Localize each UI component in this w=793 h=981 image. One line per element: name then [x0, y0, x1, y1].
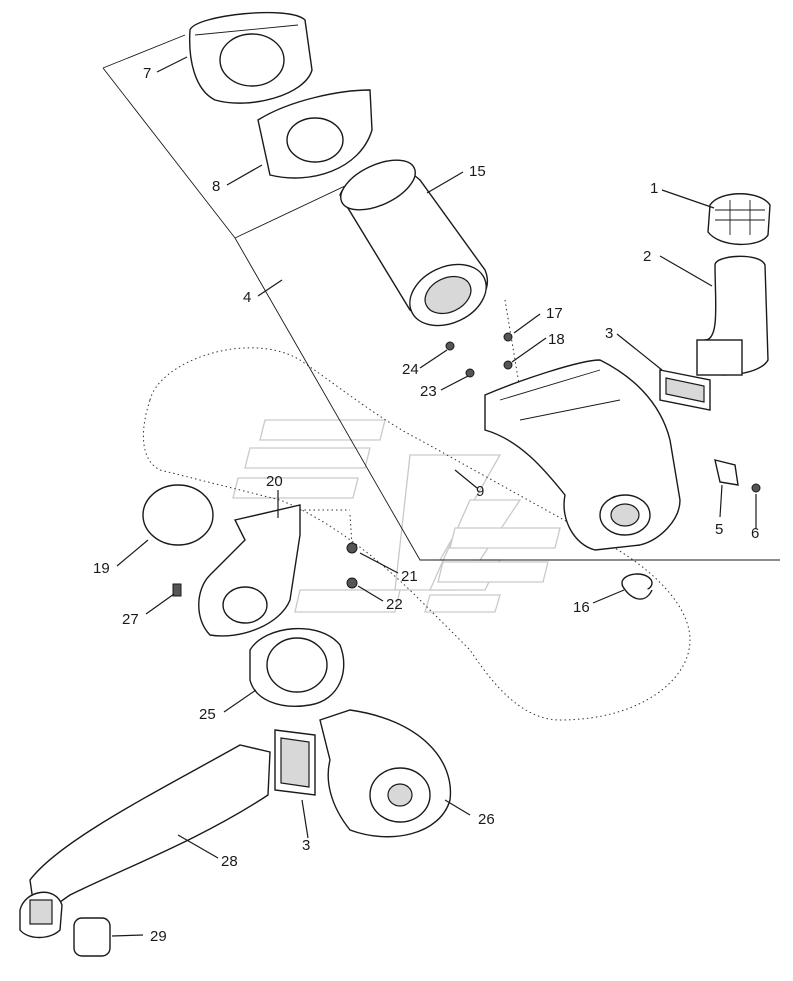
- part-27-bolt: [172, 583, 182, 597]
- part-24-nut: [445, 341, 455, 351]
- part-15-filter-cartridge: [339, 159, 488, 327]
- callout-1: 1: [650, 180, 658, 197]
- part-17-washer: [503, 332, 513, 342]
- callout-6: 6: [751, 525, 759, 542]
- part-29-duct-seal: [73, 917, 111, 957]
- dotted-guide-2: [349, 514, 353, 546]
- callout-23: 23: [420, 383, 437, 400]
- callout-9: 9: [476, 483, 484, 500]
- part-16-valve: [621, 573, 653, 600]
- callout-28: 28: [221, 853, 238, 870]
- leader-lines: [111, 56, 757, 937]
- callout-20: 20: [266, 473, 283, 490]
- part-8-gasket: [257, 89, 373, 179]
- part-22-nut: [346, 577, 358, 589]
- part-7-cover: [188, 11, 313, 104]
- callout-3-lower: 3: [302, 837, 310, 854]
- part-2-elbow-tube: [696, 255, 769, 376]
- callout-18: 18: [548, 331, 565, 348]
- part-28-duct: [19, 744, 271, 939]
- callout-7: 7: [143, 65, 151, 82]
- part-9-filter-housing: [484, 359, 681, 551]
- part-6-nut: [751, 483, 761, 493]
- callout-5: 5: [715, 521, 723, 538]
- part-1-cap: [707, 193, 771, 246]
- part-18-nut: [503, 360, 513, 370]
- callout-15: 15: [469, 163, 486, 180]
- part-20-bracket: [198, 504, 301, 637]
- dotted-guide-1: [504, 299, 521, 391]
- callout-26: 26: [478, 811, 495, 828]
- part-3-seal-lower: [274, 729, 316, 796]
- callout-29: 29: [150, 928, 167, 945]
- callout-labels: 7 8 4 15 1 2 3 17 18 24 23 9 20 19 21 22…: [93, 65, 759, 945]
- callout-22: 22: [386, 596, 403, 613]
- callout-3-upper: 3: [605, 325, 613, 342]
- part-19-ring-gasket: [142, 484, 214, 546]
- callout-21: 21: [401, 568, 418, 585]
- watermark-logo: [232, 419, 561, 613]
- callout-19: 19: [93, 560, 110, 577]
- callout-25: 25: [199, 706, 216, 723]
- part-26-blower: [319, 709, 452, 838]
- callout-16: 16: [573, 599, 590, 616]
- part-5-sensor: [714, 459, 739, 486]
- callout-2: 2: [643, 248, 651, 265]
- callout-17: 17: [546, 305, 563, 322]
- part-3-seal-upper: [659, 369, 711, 411]
- callout-27: 27: [122, 611, 139, 628]
- part-25-flange-gasket: [249, 627, 345, 707]
- callout-24: 24: [402, 361, 419, 378]
- callout-4: 4: [243, 289, 251, 306]
- part-23-washer: [465, 368, 475, 378]
- callout-8: 8: [212, 178, 220, 195]
- part-21-washer: [346, 542, 358, 554]
